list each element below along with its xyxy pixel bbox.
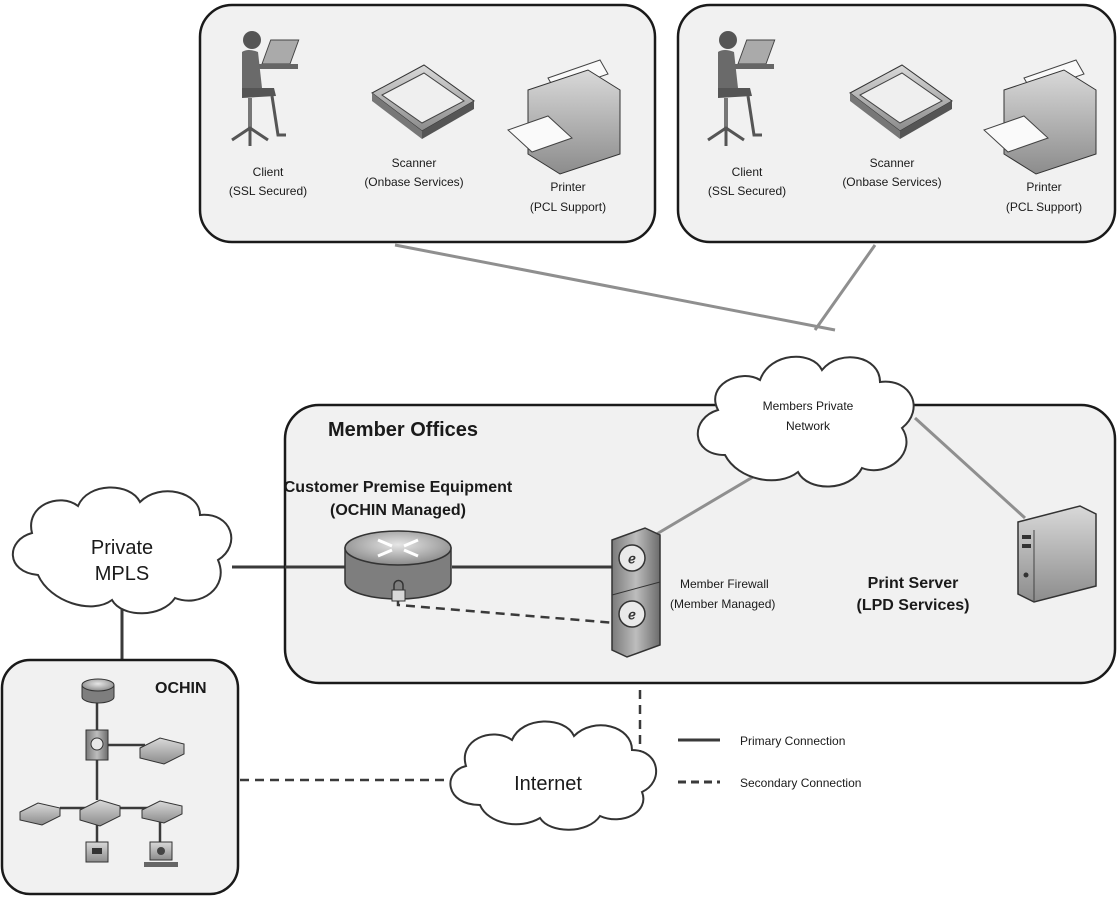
lock-icon bbox=[391, 579, 406, 602]
firewall-label: Member Firewall bbox=[680, 577, 769, 591]
cpe-label: Customer Premise Equipment bbox=[284, 479, 513, 496]
site1-link bbox=[394, 243, 836, 332]
server-icon bbox=[85, 841, 109, 863]
scanner-label: Scanner bbox=[392, 156, 437, 170]
workstation-icon bbox=[144, 841, 178, 867]
members-network-label: Members Private bbox=[763, 399, 854, 413]
internet-label: Internet bbox=[514, 773, 582, 795]
internet-cloud bbox=[449, 720, 658, 831]
print-server-sublabel: (LPD Services) bbox=[857, 597, 970, 614]
private-mpls-label: Private bbox=[91, 537, 153, 559]
printer-label: Printer bbox=[550, 180, 585, 194]
members-network-sublabel: Network bbox=[786, 419, 831, 433]
printer-icon bbox=[507, 59, 621, 175]
switch-icon bbox=[79, 799, 121, 827]
ochin-title: OCHIN bbox=[155, 680, 207, 697]
server-icon bbox=[1017, 505, 1097, 603]
client-label: Client bbox=[253, 165, 284, 179]
scanner-sublabel: (Onbase Services) bbox=[364, 175, 463, 189]
firewall-icon: ℯ ℯ bbox=[611, 527, 661, 658]
client-icon bbox=[707, 31, 776, 146]
printer-sublabel: (PCL Support) bbox=[530, 200, 606, 214]
svg-text:ℯ: ℯ bbox=[628, 551, 636, 566]
switch-icon bbox=[19, 802, 61, 826]
cpe-sublabel: (OCHIN Managed) bbox=[330, 502, 466, 519]
scanner-icon bbox=[371, 64, 475, 139]
legend-primary-label: Primary Connection bbox=[740, 734, 845, 748]
router-icon bbox=[344, 530, 452, 600]
printer-label: Printer bbox=[1026, 180, 1061, 194]
svg-text:ℯ: ℯ bbox=[628, 607, 636, 622]
printer-sublabel: (PCL Support) bbox=[1006, 200, 1082, 214]
client-sublabel: (SSL Secured) bbox=[708, 184, 786, 198]
ochin-network-icons bbox=[19, 678, 185, 867]
firewall-sublabel: (Member Managed) bbox=[670, 597, 775, 611]
member-offices-title: Member Offices bbox=[328, 419, 478, 441]
member-offices-box bbox=[283, 403, 1117, 685]
ochin-box bbox=[0, 658, 240, 896]
router-icon bbox=[81, 678, 115, 704]
scanner-sublabel: (Onbase Services) bbox=[842, 175, 941, 189]
scanner-label: Scanner bbox=[870, 156, 915, 170]
client-label: Client bbox=[732, 165, 763, 179]
site2-link bbox=[813, 244, 877, 331]
private-mpls-sublabel: MPLS bbox=[95, 563, 149, 585]
scanner-icon bbox=[849, 64, 953, 139]
switch-icon bbox=[141, 800, 183, 824]
members-network-cloud bbox=[696, 355, 915, 488]
print-server-label: Print Server bbox=[868, 575, 959, 592]
switch-icon bbox=[139, 737, 185, 765]
legend bbox=[678, 738, 720, 784]
firewall-icon bbox=[85, 729, 109, 761]
client-icon bbox=[231, 31, 300, 146]
private-mpls-cloud bbox=[11, 486, 233, 615]
client-sublabel: (SSL Secured) bbox=[229, 184, 307, 198]
legend-secondary-label: Secondary Connection bbox=[740, 776, 861, 790]
printer-icon bbox=[983, 59, 1097, 175]
